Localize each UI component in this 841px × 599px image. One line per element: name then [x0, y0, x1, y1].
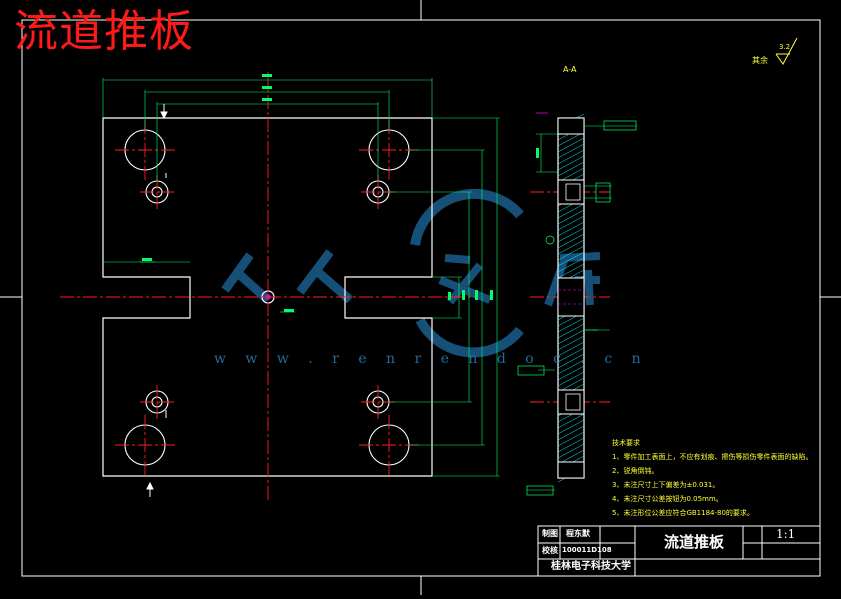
- check-value: 100011D108: [562, 546, 612, 554]
- drawn-label: 制图: [542, 529, 558, 538]
- hatch-line: [557, 443, 585, 459]
- hatch-line: [557, 365, 585, 381]
- hatch-line: [557, 245, 585, 261]
- hatch-line: [557, 329, 585, 345]
- dimension-tags: [142, 74, 539, 312]
- drawn-name: 程东默: [566, 529, 590, 538]
- hatch-line: [557, 419, 585, 435]
- watermark-url: w w w . r e n r e n d o c . c n: [214, 351, 649, 367]
- hatch-line: [557, 215, 585, 231]
- hatch-line: [557, 257, 585, 273]
- hatch-line: [557, 263, 585, 279]
- hatch-line: [557, 323, 585, 339]
- hatch-line: [557, 161, 585, 177]
- hatch-line: [557, 437, 585, 453]
- tech-item: 2、锐角倒钝。: [612, 467, 659, 475]
- roughness-value: 3.2: [779, 43, 791, 51]
- hatch-line: [557, 209, 585, 225]
- check-label: 校核: [542, 546, 558, 555]
- centerlines: [60, 72, 610, 500]
- hatch-line: [557, 341, 585, 357]
- hatch-line: [557, 371, 585, 387]
- scale: 1:1: [776, 527, 796, 541]
- hatch-line: [557, 431, 585, 447]
- section-label: A-A: [563, 65, 577, 74]
- leaders: [517, 112, 637, 496]
- section-markers: [146, 104, 168, 497]
- drawing-title: 流道推板: [14, 6, 194, 57]
- tech-item: 3、未注尺寸上下偏差为±0.031。: [612, 481, 720, 489]
- tech-item: 4、未注尺寸公差按钮为0.05mm。: [612, 495, 723, 503]
- tech-item: 1、零件加工表面上，不应有划痕、擦伤等损伤零件表面的缺陷。: [612, 453, 813, 461]
- hatch-line: [557, 347, 585, 363]
- hatch-line: [557, 251, 585, 267]
- hatch-line: [557, 239, 585, 255]
- part-name: 流道推板: [664, 533, 725, 551]
- tech-heading: 技术要求: [612, 439, 640, 447]
- hatch-line: [557, 221, 585, 237]
- hatch-line: [557, 227, 585, 243]
- hatch-line: [557, 155, 585, 171]
- tech-requirements: 技术要求 1、零件加工表面上，不应有划痕、擦伤等损伤零件表面的缺陷。 2、锐角倒…: [612, 436, 812, 520]
- roughness-note: 其余: [752, 56, 768, 65]
- hatch-line: [557, 413, 585, 429]
- title-block: [537, 525, 821, 577]
- hatch-line: [557, 359, 585, 375]
- hatch-line: [557, 353, 585, 369]
- section-view: [557, 113, 585, 483]
- dimension-lines: [102, 78, 637, 491]
- tech-item: 5、未注形位公差应符合GB1184-80的要求。: [612, 509, 754, 517]
- hatch-line: [557, 425, 585, 441]
- hatch-line: [557, 149, 585, 165]
- hatch-line: [557, 203, 585, 219]
- hatch-line: [557, 317, 585, 333]
- hatch-line: [557, 143, 585, 159]
- hatch-line: [557, 335, 585, 351]
- roughness-symbol: [775, 37, 798, 65]
- hatch-line: [557, 233, 585, 249]
- hatch-line: [557, 137, 585, 153]
- watermark-logo: [221, 188, 601, 358]
- school-name: 桂林电子科技大学: [551, 561, 631, 572]
